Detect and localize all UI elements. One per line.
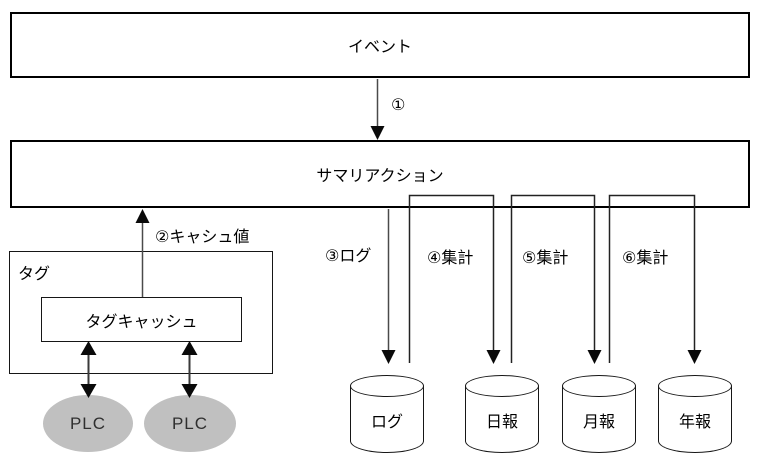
- cylinder-body: [658, 386, 732, 453]
- arrow-step4-log-to-daily: [408, 194, 501, 364]
- flow-label-step6-aggregate: ⑥集計: [622, 250, 669, 267]
- event-box-label: イベント: [347, 39, 412, 56]
- datastore-cylinder-yearly: 年報: [658, 375, 732, 453]
- datastore-label-yearly: 年報: [678, 414, 711, 431]
- tag-cache-box: タグキャッシュ: [41, 297, 242, 342]
- datastore-cylinder-monthly: 月報: [562, 375, 636, 453]
- datastore-cylinder-log: ログ: [350, 375, 424, 453]
- plc-left-label: PLC: [69, 413, 107, 433]
- cylinder-top: [465, 375, 539, 397]
- plc-right-label: PLC: [171, 413, 209, 433]
- flow-label-step1: ①: [391, 97, 406, 114]
- tag-cache-label: タグキャッシュ: [85, 313, 198, 331]
- flow-label-step2-cache-value: ②キャシュ値: [155, 229, 250, 246]
- datastore-label-log: ログ: [370, 414, 403, 431]
- summary-action-label: サマリアクション: [316, 168, 444, 185]
- datastore-label-monthly: 月報: [582, 414, 615, 431]
- flow-label-step4-aggregate: ④集計: [427, 250, 474, 267]
- arrow-step5-daily-to-monthly: [510, 194, 602, 364]
- summary-action-box: サマリアクション: [10, 140, 750, 208]
- arrow-step3-summary-to-log: [381, 209, 396, 364]
- arrow-step1-event-to-summary: [370, 79, 385, 140]
- datastore-label-daily: 日報: [485, 414, 518, 431]
- flow-label-step5-aggregate: ⑤集計: [522, 250, 569, 267]
- tag-group-label: タグ: [18, 266, 51, 283]
- event-box: イベント: [10, 12, 750, 78]
- cylinder-body: [562, 386, 636, 453]
- datastore-cylinder-daily: 日報: [465, 375, 539, 453]
- cylinder-body: [350, 386, 424, 453]
- plc-node-left: PLC: [43, 395, 133, 452]
- cylinder-top: [350, 375, 424, 397]
- arrow-step6-monthly-to-yearly: [608, 194, 702, 364]
- cylinder-top: [562, 375, 636, 397]
- plc-node-right: PLC: [144, 395, 236, 452]
- cylinder-body: [465, 386, 539, 453]
- flow-label-step3-log: ③ログ: [325, 248, 372, 265]
- cylinder-top: [658, 375, 732, 397]
